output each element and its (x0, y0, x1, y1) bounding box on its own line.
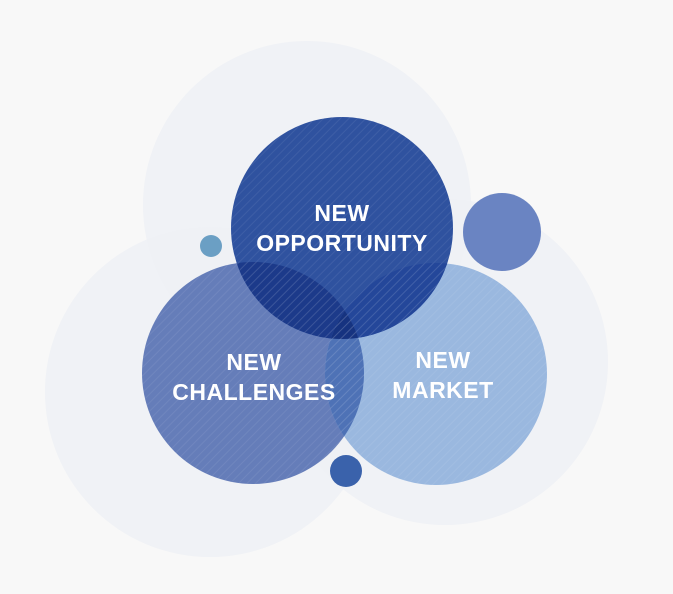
label-opportunity-line1: NEW (314, 200, 369, 226)
label-challenges-line2: CHALLENGES (172, 379, 335, 405)
hatch-texture (142, 117, 547, 485)
label-opportunity-line2: OPPORTUNITY (256, 230, 428, 256)
label-market-line2: MARKET (392, 377, 493, 403)
dot-bottom (330, 455, 362, 487)
dot-large (463, 193, 541, 271)
label-market-line1: NEW (415, 347, 470, 373)
dot-small (200, 235, 222, 257)
label-challenges-line1: NEW (226, 349, 281, 375)
